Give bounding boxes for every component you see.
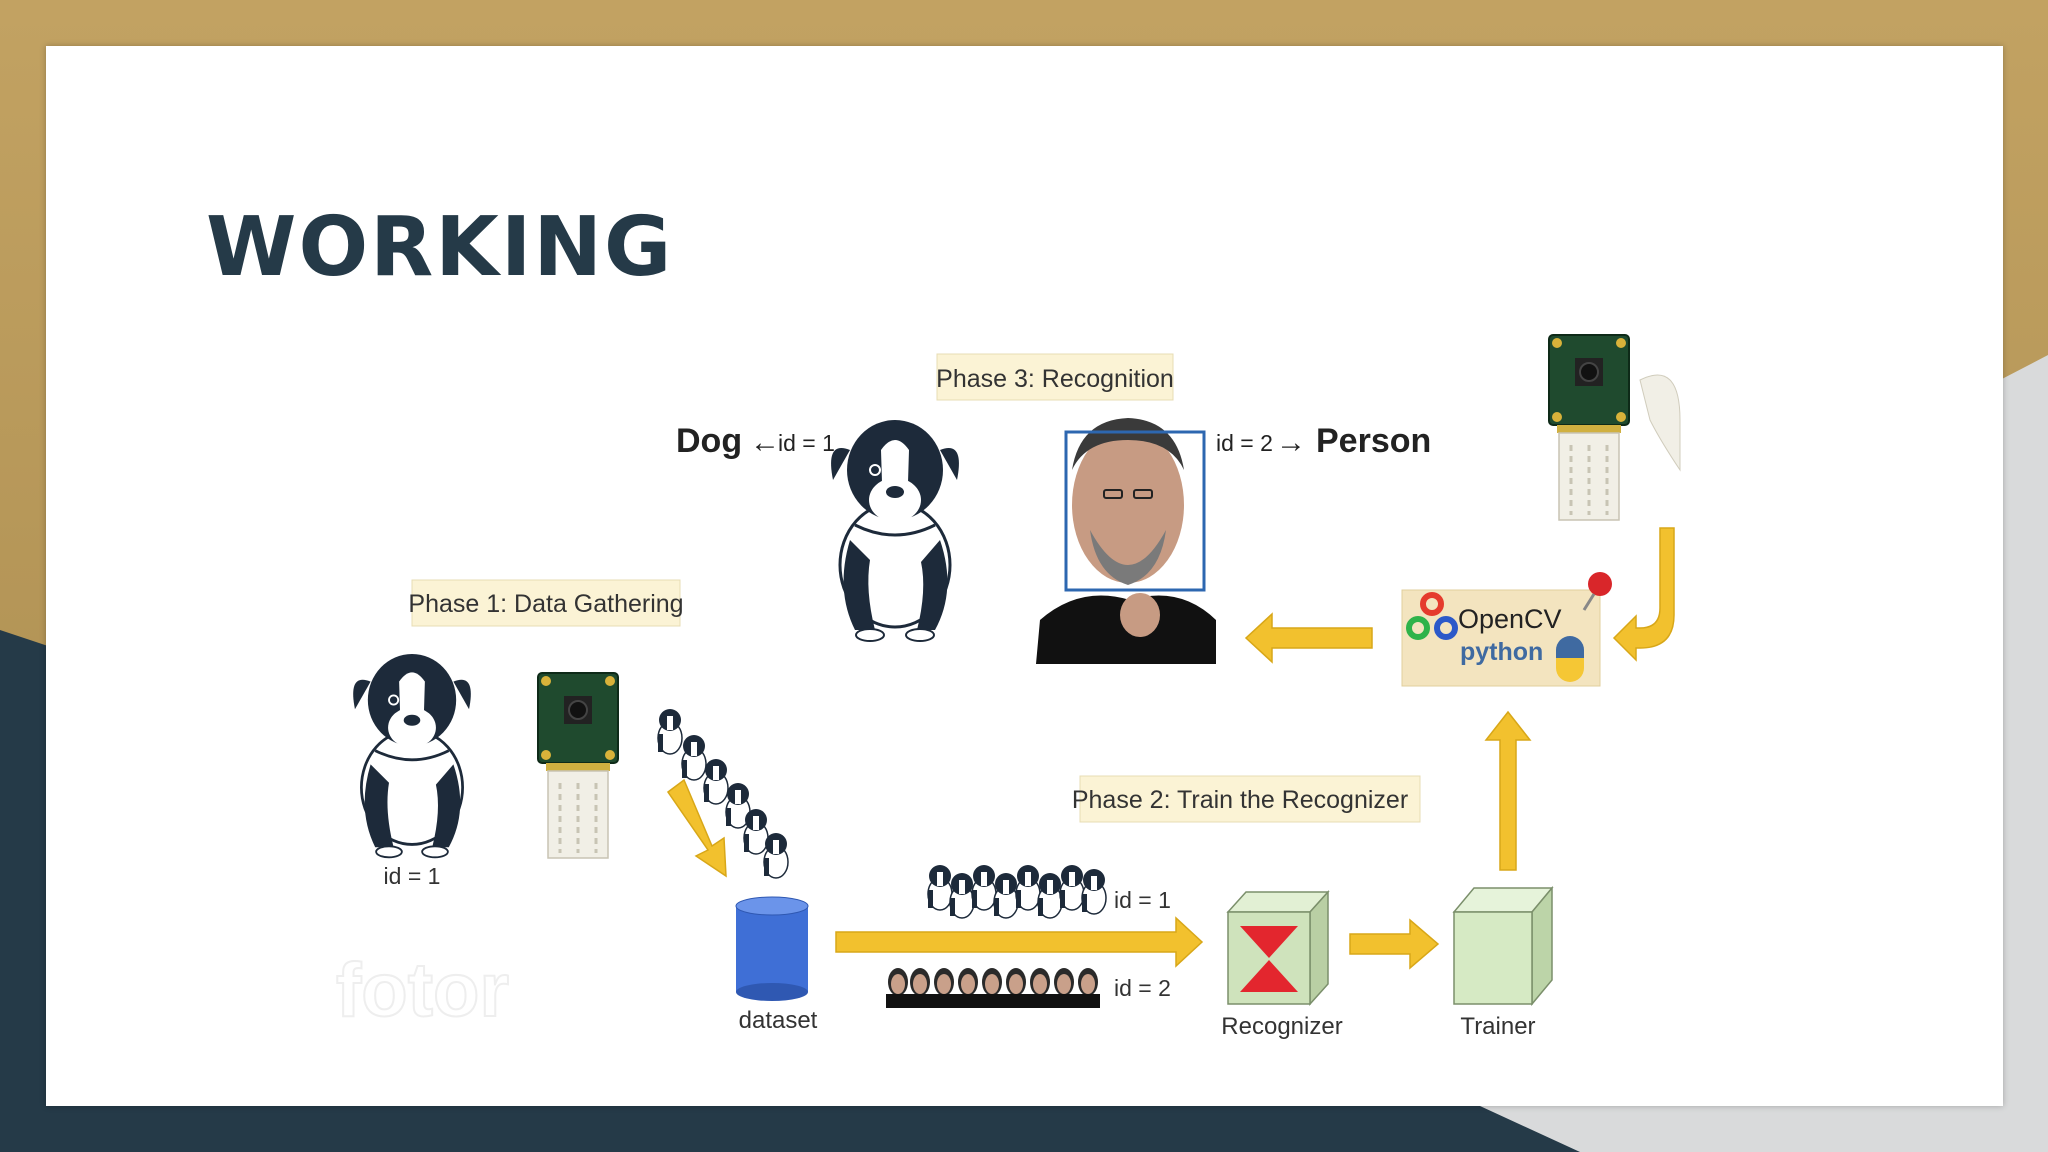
watermark-logo: fotor — [336, 948, 509, 1033]
person-portrait — [1036, 418, 1216, 664]
face-row-id-label: id = 2 — [1114, 975, 1171, 1001]
person-arrow-icon: → — [1276, 426, 1306, 459]
arrow-dataset-to-recognizer — [835, 916, 1204, 968]
dog-recognition-image — [829, 418, 961, 643]
arrow-recognizer-to-trainer — [1349, 918, 1440, 970]
trainer-label: Trainer — [1460, 1013, 1535, 1040]
dog-row-id-label: id = 1 — [1114, 887, 1171, 913]
pushpin-icon — [1588, 572, 1612, 596]
opencv-label: OpenCV — [1458, 604, 1562, 634]
recognizer-cube-icon — [1226, 890, 1330, 1006]
phase2-label: Phase 2: Train the Recognizer — [1072, 786, 1408, 814]
dataset-label: dataset — [739, 1007, 818, 1034]
camera-module-phase1 — [536, 671, 620, 860]
dog-id-label: id = 1 — [778, 430, 835, 456]
dog-arrow-icon: ← — [750, 426, 780, 459]
phase1-label-box: Phase 1: Data Gathering — [408, 579, 684, 627]
face-training-row — [886, 968, 1100, 1008]
arrow-opencv-to-person — [1244, 612, 1373, 664]
person-id-label: id = 2 — [1216, 430, 1273, 456]
recognizer-label: Recognizer — [1221, 1013, 1342, 1040]
slide-title: WORKING — [206, 200, 674, 295]
phase3-label: Phase 3: Recognition — [936, 365, 1174, 393]
input-id-label: id = 1 — [384, 863, 441, 889]
trainer-cube-icon — [1452, 885, 1554, 1007]
dog-input-image — [351, 652, 473, 859]
camera-module-top — [1547, 333, 1631, 522]
dog-label: Dog — [676, 422, 742, 460]
arrow-camera-to-opencv — [1612, 527, 1675, 662]
phase2-label-box: Phase 2: Train the Recognizer — [1072, 775, 1421, 823]
arrow-trainer-to-opencv — [1484, 710, 1532, 871]
opencv-python-logo: OpenCV python — [1401, 572, 1612, 687]
phase3-label-box: Phase 3: Recognition — [936, 353, 1174, 401]
person-label: Person — [1316, 422, 1431, 460]
dataset-cylinder-icon — [735, 896, 809, 1001]
face-detection-box — [1064, 430, 1206, 592]
phase1-label: Phase 1: Data Gathering — [408, 590, 683, 618]
slide-canvas — [46, 46, 2003, 1106]
arrow-camera-to-dataset — [666, 778, 727, 878]
yellow-arrows — [666, 527, 1675, 970]
dog-training-row — [927, 864, 1107, 919]
python-label: python — [1460, 638, 1543, 666]
